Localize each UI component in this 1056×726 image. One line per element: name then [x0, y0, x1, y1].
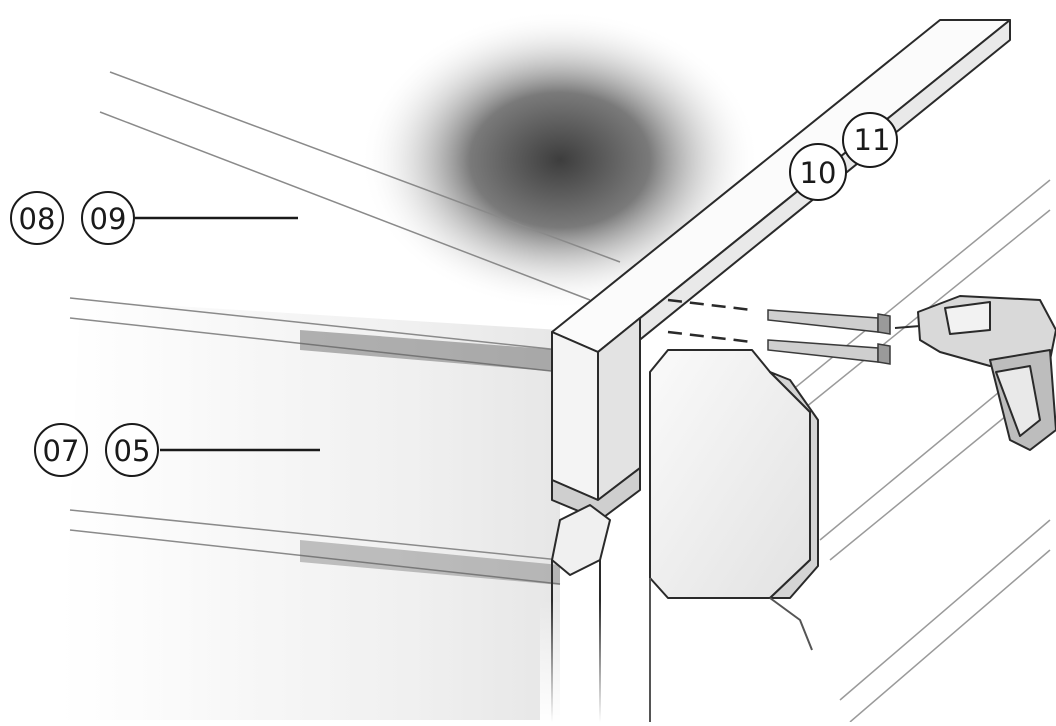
- rail-dark-band: [300, 330, 560, 372]
- callout-label-05: 05: [114, 434, 151, 468]
- background-shading: [60, 10, 760, 720]
- callout-circle-07: [34, 423, 88, 477]
- screw-icon: [767, 309, 891, 335]
- drill-icon: [894, 295, 1056, 451]
- side-rails: [69, 71, 621, 585]
- callout-circle-09: [81, 191, 135, 245]
- mounting-plate: [649, 349, 819, 722]
- callout-label-07: 07: [43, 434, 80, 468]
- callout-label-09: 09: [90, 202, 127, 236]
- callout-circle-11: [842, 112, 898, 168]
- callout-08-09: 08 09: [10, 191, 298, 245]
- callout-label-10: 10: [800, 156, 837, 190]
- right-guide-lines: [779, 179, 1051, 723]
- post-fade: [540, 600, 660, 722]
- callout-10-11: 10 11: [789, 112, 898, 201]
- screw-paths: [667, 298, 753, 344]
- callout-circle-08: [10, 191, 64, 245]
- screw-icon: [767, 339, 891, 365]
- callout-07-05: 07 05: [34, 423, 320, 477]
- callout-label-08: 08: [19, 202, 56, 236]
- callout-circle-10: [789, 143, 847, 201]
- corner-post: [551, 317, 641, 722]
- rail-dark-band-lower: [300, 540, 560, 585]
- callout-label-11: 11: [854, 123, 891, 157]
- callout-circle-05: [105, 423, 159, 477]
